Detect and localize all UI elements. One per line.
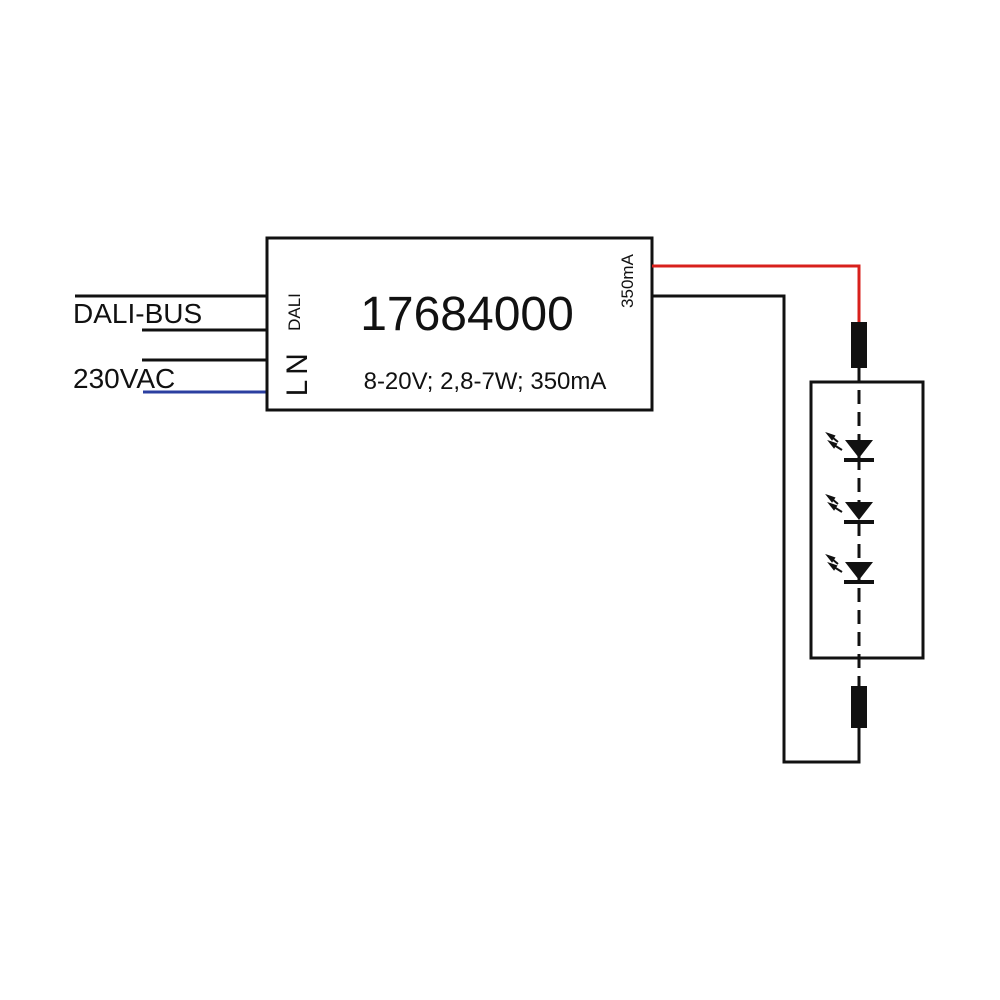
light-emission-icon (825, 493, 843, 513)
output-current-label: 350mA (618, 253, 637, 308)
line-terminal-label: L (281, 380, 314, 397)
dali-bus-label: DALI-BUS (73, 298, 202, 329)
negative-connector (851, 686, 867, 728)
diode-triangle (845, 502, 873, 520)
led-3 (825, 553, 874, 584)
neutral-terminal-label: N (281, 353, 314, 375)
diode-triangle (845, 562, 873, 580)
light-emission-icon (825, 553, 843, 573)
positive-connector (851, 322, 867, 368)
led-1 (825, 431, 874, 462)
driver-model-number: 17684000 (360, 288, 574, 341)
diode-triangle (845, 440, 873, 458)
light-emission-icon (825, 431, 843, 451)
positive-output-wire (652, 264, 861, 322)
led-driver-box (265, 236, 654, 412)
dali-terminal-label: DALI (285, 293, 304, 331)
driver-specification: 8-20V; 2,8-7W; 350mA (364, 368, 607, 395)
mains-voltage-label: 230VAC (73, 363, 175, 394)
negative-output-wire (652, 294, 861, 764)
led-2 (825, 493, 874, 524)
